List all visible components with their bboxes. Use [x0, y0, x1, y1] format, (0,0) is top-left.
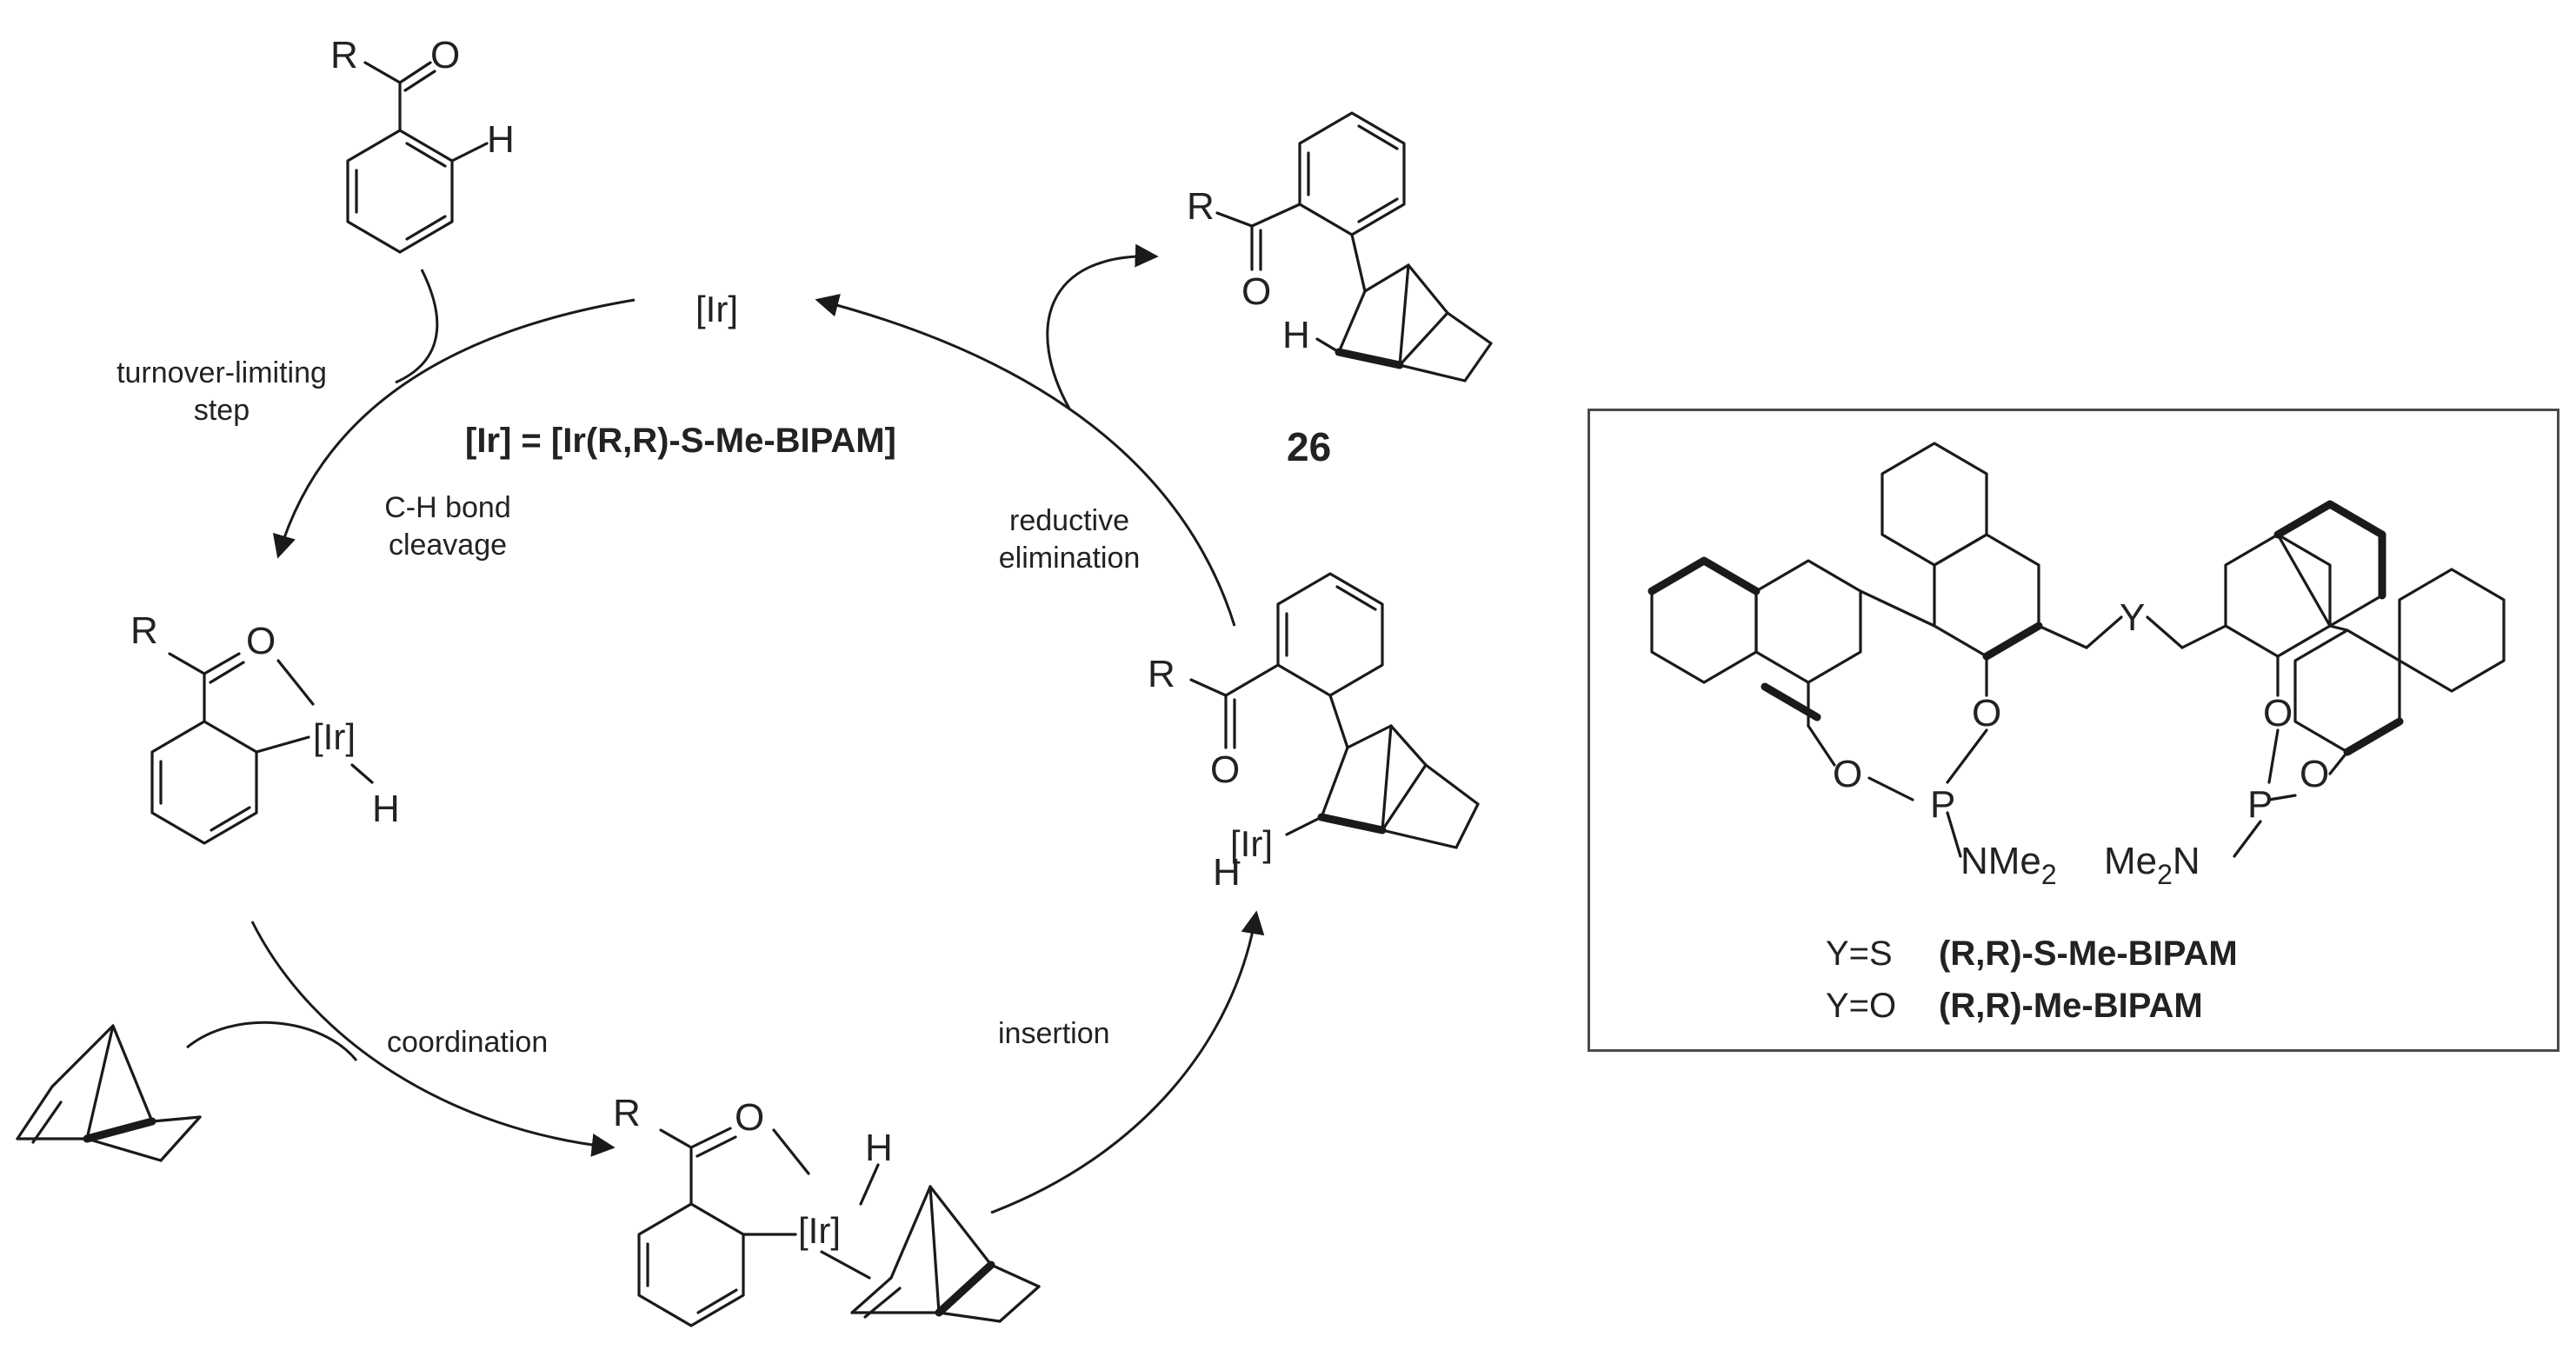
product-26: R O H	[1187, 111, 1493, 382]
turnover-label-2: step	[194, 394, 250, 427]
insertion-label: insertion	[998, 1017, 1110, 1050]
svg-text:R: R	[1187, 185, 1215, 228]
olefin-coordinated-complex: R O [Ir] H	[613, 1092, 1041, 1327]
arrow-ir-to-ch-cleavage	[272, 298, 636, 559]
svg-text:[Ir]: [Ir]	[798, 1210, 841, 1251]
svg-text:O: O	[735, 1096, 764, 1139]
turnover-label-1: turnover-limiting	[116, 356, 327, 389]
alkyl-iridium-intermediate: R O [Ir] H	[1148, 572, 1480, 894]
svg-text:[Ir]: [Ir]	[313, 716, 356, 757]
caption-name-o: (R,R)-Me-BIPAM	[1939, 987, 2203, 1025]
product-number: 26	[1287, 424, 1331, 469]
arrow-norbornene-in	[186, 1021, 358, 1061]
arrow-reductive-elimination	[815, 294, 1236, 627]
svg-text:P: P	[1930, 783, 1955, 826]
caption-y-o: Y=O	[1826, 987, 1896, 1025]
svg-text:[Ir]: [Ir]	[1230, 823, 1273, 864]
svg-text:O: O	[430, 34, 460, 76]
bipam-ligand-structure: Y O O P O O P NMe2 Me2N	[1647, 442, 2506, 890]
svg-text:H: H	[487, 118, 515, 161]
svg-text:Me2N: Me2N	[2104, 840, 2200, 890]
arrow-coordination	[250, 921, 616, 1157]
svg-text:O: O	[1241, 270, 1271, 313]
svg-text:H: H	[865, 1127, 893, 1169]
iridacycle-intermediate: R O [Ir] H	[130, 609, 400, 845]
svg-text:O: O	[1210, 748, 1240, 791]
reductive-label-2: elimination	[999, 542, 1141, 575]
svg-text:R: R	[330, 34, 358, 76]
reductive-label-1: reductive	[1009, 504, 1129, 537]
arrow-product-out	[1046, 243, 1159, 409]
svg-text:H: H	[1282, 314, 1310, 356]
svg-text:O: O	[2300, 753, 2329, 795]
svg-text:R: R	[1148, 653, 1175, 695]
svg-text:P: P	[2247, 783, 2273, 826]
svg-text:O: O	[1833, 753, 1862, 795]
substrate-aryl-ketone: R O H	[330, 34, 515, 254]
svg-text:O: O	[1972, 692, 2001, 735]
svg-text:H: H	[372, 788, 400, 830]
svg-text:O: O	[2263, 692, 2293, 735]
svg-text:O: O	[246, 620, 276, 662]
ch-cleavage-label-2: cleavage	[389, 529, 507, 562]
catalyst-definition: [Ir] = [Ir(R,R)-S-Me-BIPAM]	[465, 422, 896, 460]
norbornene-reactant	[16, 1024, 202, 1162]
caption-name-s: (R,R)-S-Me-BIPAM	[1939, 934, 2238, 973]
coordination-label: coordination	[387, 1026, 548, 1059]
svg-text:R: R	[613, 1092, 641, 1134]
ch-cleavage-label-1: C-H bond	[384, 491, 511, 524]
svg-text:Y: Y	[2120, 596, 2145, 639]
svg-text:R: R	[130, 609, 158, 652]
catalyst-node: [Ir]	[696, 289, 738, 329]
svg-text:NMe2: NMe2	[1960, 840, 2057, 890]
svg-text:H: H	[1213, 851, 1241, 894]
arrow-substrate-in	[395, 269, 439, 384]
arrow-insertion	[990, 910, 1265, 1214]
caption-y-s: Y=S	[1826, 934, 1893, 973]
ligand-structure-box	[1588, 409, 2559, 1052]
